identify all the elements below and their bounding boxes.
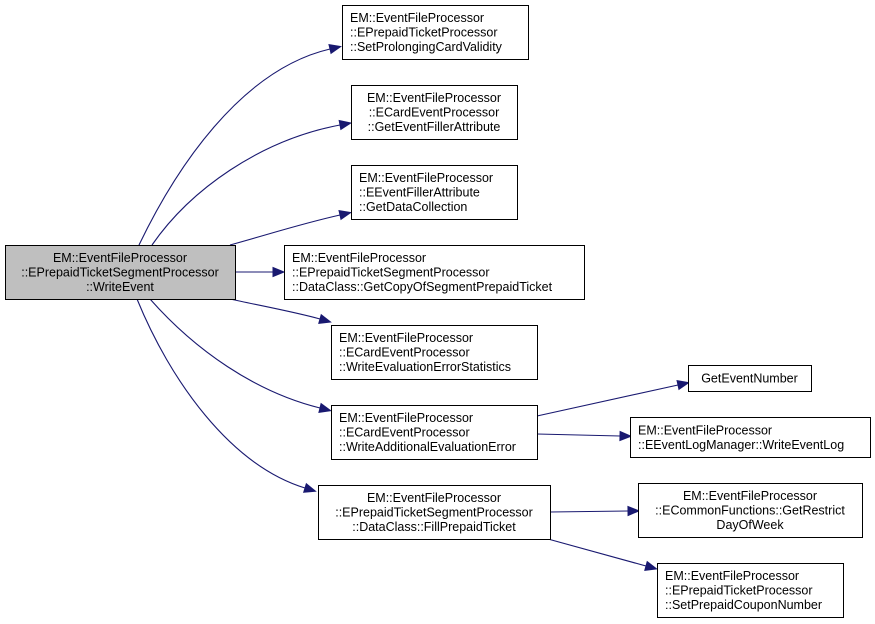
node-label-line: ::EPrepaidTicketProcessor	[665, 584, 813, 598]
edge-line	[138, 48, 331, 246]
node-label-line: EM::EventFileProcessor	[292, 251, 426, 265]
node-fill-prepaid[interactable]: EM::EventFileProcessor::EPrepaidTicketSe…	[318, 485, 551, 540]
node-write-eval-stats[interactable]: EM::EventFileProcessor::ECardEventProces…	[331, 325, 538, 380]
node-box	[284, 245, 585, 300]
node-box	[318, 485, 551, 540]
arrowhead-icon	[302, 482, 317, 493]
node-label-line: ::ECardEventProcessor	[339, 426, 470, 440]
node-label-line: EM::EventFileProcessor	[665, 569, 799, 583]
node-get-copy-segment[interactable]: EM::EventFileProcessor::EPrepaidTicketSe…	[284, 245, 585, 300]
node-label-line: ::EPrepaidTicketSegmentProcessor	[21, 266, 219, 280]
arrowhead-icon	[676, 379, 691, 391]
node-set-prolonging[interactable]: EM::EventFileProcessor::EPrepaidTicketPr…	[342, 5, 529, 60]
arrowhead-icon	[619, 430, 633, 442]
edge-line	[136, 298, 306, 489]
node-get-data-collection[interactable]: EM::EventFileProcessor::EEventFillerAttr…	[351, 165, 518, 220]
root-node[interactable]: EM::EventFileProcessor::EPrepaidTicketSe…	[5, 245, 236, 300]
arrowhead-icon	[318, 402, 332, 413]
node-label-line: GetEventNumber	[701, 372, 798, 386]
node-write-event-log[interactable]: EM::EventFileProcessor::EEventLogManager…	[630, 417, 871, 458]
edge-line	[547, 538, 647, 567]
edge-write-event-to-write-eval-stats	[229, 298, 332, 324]
node-box	[638, 483, 863, 538]
node-box	[351, 85, 518, 140]
node-box	[688, 365, 812, 392]
node-label-line: ::EEventFillerAttribute	[359, 186, 480, 200]
node-label-line: DayOfWeek	[716, 518, 784, 532]
edge-line	[536, 384, 679, 417]
edge-write-event-to-get-event-filler	[151, 119, 353, 246]
node-box	[331, 405, 538, 460]
node-box	[5, 245, 236, 300]
node-label-line: ::EEventLogManager::WriteEventLog	[638, 438, 844, 452]
edge-write-event-to-fill-prepaid	[136, 298, 317, 493]
edge-fill-prepaid-to-set-prepaid-coupon	[547, 538, 658, 571]
node-label-line: ::EPrepaidTicketProcessor	[350, 26, 498, 40]
edge-line	[536, 433, 621, 437]
node-box	[342, 5, 529, 60]
nodes-layer: EM::EventFileProcessor::EPrepaidTicketSe…	[5, 5, 871, 618]
node-label-line: ::DataClass::GetCopyOfSegmentPrepaidTick…	[292, 280, 553, 294]
node-get-restrict-dow[interactable]: EM::EventFileProcessor::ECommonFunctions…	[638, 483, 863, 538]
node-label-line: ::ECardEventProcessor	[339, 346, 470, 360]
edge-write-event-to-set-prolonging	[138, 44, 342, 246]
node-write-additional[interactable]: EM::EventFileProcessor::ECardEventProces…	[331, 405, 538, 460]
node-label-line: ::DataClass::FillPrepaidTicket	[352, 520, 516, 534]
edge-write-event-to-get-copy-segment	[235, 266, 286, 278]
arrowhead-icon	[328, 44, 342, 55]
node-get-event-number[interactable]: GetEventNumber	[688, 365, 812, 392]
node-label-line: ::WriteEvent	[86, 280, 154, 294]
arrowhead-icon	[318, 313, 332, 324]
arrowhead-icon	[627, 505, 641, 517]
node-label-line: EM::EventFileProcessor	[350, 11, 484, 25]
node-label-line: EM::EventFileProcessor	[367, 491, 501, 505]
node-set-prepaid-coupon[interactable]: EM::EventFileProcessor::EPrepaidTicketPr…	[657, 563, 844, 618]
arrowhead-icon	[338, 209, 353, 221]
node-label-line: EM::EventFileProcessor	[683, 489, 817, 503]
edge-line	[149, 298, 321, 409]
edge-line	[549, 510, 629, 513]
node-box	[657, 563, 844, 618]
node-label-line: ::EPrepaidTicketSegmentProcessor	[292, 266, 490, 280]
edges-layer	[136, 44, 691, 571]
edge-write-additional-to-write-event-log	[536, 430, 633, 442]
node-label-line: EM::EventFileProcessor	[53, 251, 187, 265]
node-label-line: ::SetPrepaidCouponNumber	[665, 598, 822, 612]
node-label-line: ::ECommonFunctions::GetRestrict	[655, 504, 845, 518]
node-box	[351, 165, 518, 220]
node-label-line: EM::EventFileProcessor	[638, 423, 772, 437]
arrowhead-icon	[644, 560, 658, 571]
node-label-line: ::GetDataCollection	[359, 200, 467, 214]
edge-write-additional-to-get-event-number	[536, 379, 691, 417]
node-label-line: EM::EventFileProcessor	[339, 411, 473, 425]
node-box	[630, 417, 871, 458]
edge-line	[229, 214, 341, 246]
node-label-line: EM::EventFileProcessor	[359, 171, 493, 185]
node-label-line: ::SetProlongingCardValidity	[350, 40, 503, 54]
node-label-line: EM::EventFileProcessor	[339, 331, 473, 345]
node-box	[331, 325, 538, 380]
node-get-event-filler[interactable]: EM::EventFileProcessor::ECardEventProces…	[351, 85, 518, 140]
edge-line	[151, 124, 341, 246]
node-label-line: ::WriteAdditionalEvaluationError	[339, 440, 516, 454]
node-label-line: ::ECardEventProcessor	[369, 106, 500, 120]
node-label-line: ::EPrepaidTicketSegmentProcessor	[335, 506, 533, 520]
edge-write-event-to-write-additional	[149, 298, 332, 413]
node-label-line: ::GetEventFillerAttribute	[368, 120, 501, 134]
edge-line	[229, 298, 321, 320]
node-label-line: EM::EventFileProcessor	[367, 91, 501, 105]
node-label-line: ::WriteEvaluationErrorStatistics	[339, 360, 511, 374]
arrowhead-icon	[272, 266, 286, 278]
edge-write-event-to-get-data-collection	[229, 209, 353, 246]
arrowhead-icon	[338, 119, 353, 131]
edge-fill-prepaid-to-get-restrict-dow	[549, 505, 641, 517]
